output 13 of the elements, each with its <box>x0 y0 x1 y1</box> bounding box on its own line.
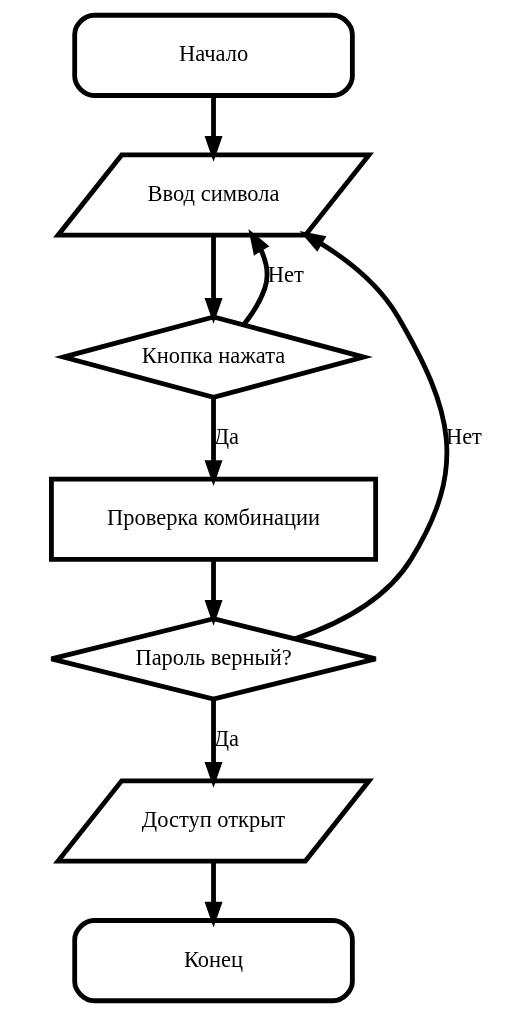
arrow <box>204 235 223 324</box>
arrow <box>204 699 223 788</box>
node-box: Конец <box>71 918 355 1004</box>
node-diamond: Пароль верный? <box>48 616 378 702</box>
arrow <box>241 228 269 326</box>
node-diamond: Кнопка нажата <box>53 314 373 400</box>
node-box: Начало <box>71 12 355 98</box>
arrow <box>204 559 223 626</box>
arrow <box>204 95 223 162</box>
arrow <box>204 397 223 486</box>
node-box: Проверка комбинации <box>48 476 378 562</box>
arrow <box>293 231 449 642</box>
arrow <box>204 861 223 928</box>
